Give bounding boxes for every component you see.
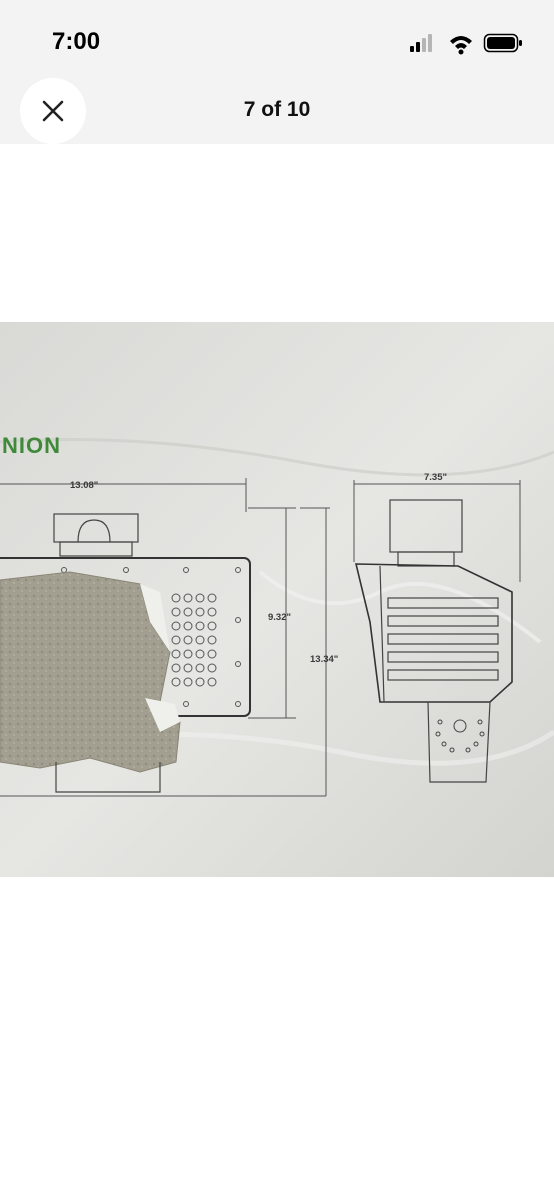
close-icon [42, 100, 64, 122]
status-time: 7:00 [52, 28, 101, 55]
dim-front-width: 13.08" [70, 480, 98, 491]
photo-viewer-header: 7 of 10 [0, 78, 554, 144]
product-photo[interactable]: NION 13.08" [0, 322, 554, 877]
photo-counter: 7 of 10 [243, 98, 311, 121]
dim-side-width: 7.35" [424, 472, 447, 483]
status-bar: 7:00 [0, 0, 554, 80]
brand-text: NION [2, 433, 61, 458]
close-button[interactable] [20, 78, 86, 144]
product-box-diagram: NION 13.08" [0, 322, 554, 877]
status-icons [410, 32, 526, 56]
wifi-icon [450, 36, 472, 55]
cellular-signal-icon [410, 34, 432, 52]
dim-total-height: 13.34" [310, 654, 338, 665]
dim-inner-height: 9.32" [268, 612, 291, 623]
battery-icon [483, 33, 522, 53]
